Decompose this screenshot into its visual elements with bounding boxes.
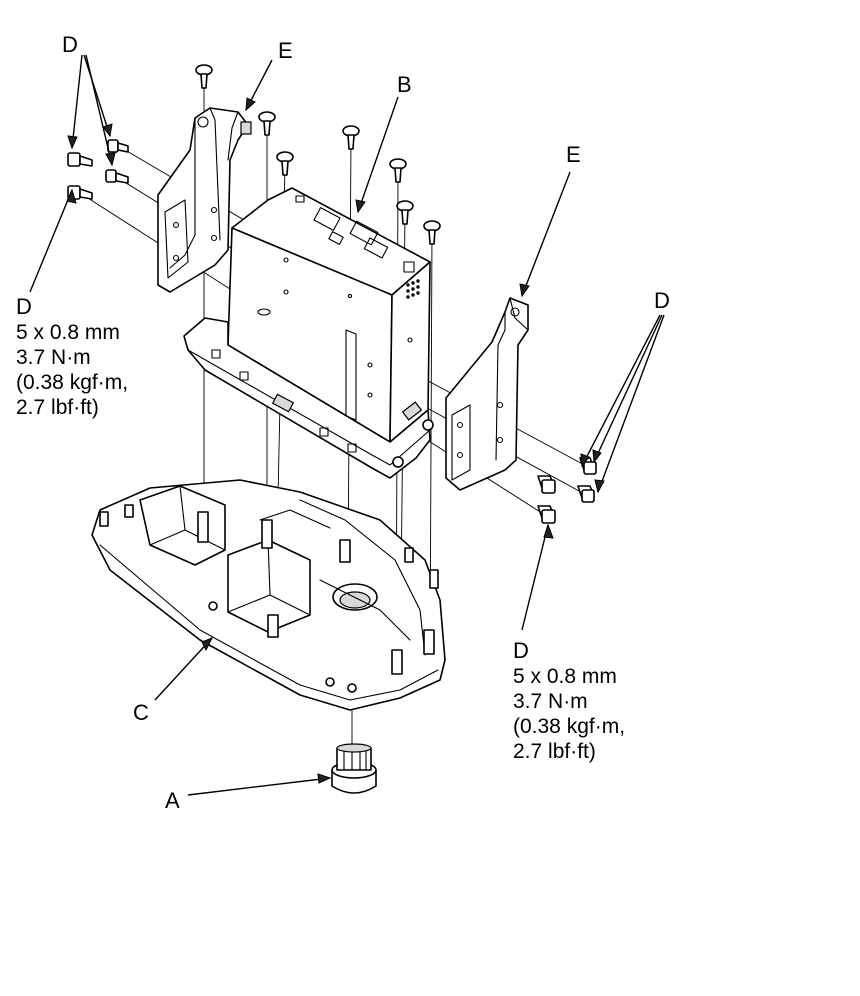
bolt xyxy=(577,485,595,503)
spec-right-torque-kgf: (0.38 kgf·m, xyxy=(513,715,625,738)
leader-lines xyxy=(29,54,665,796)
label-a: A xyxy=(165,788,180,813)
unit-b xyxy=(227,187,431,443)
label-d-right-spec: D xyxy=(513,638,529,663)
spec-right-size: 5 x 0.8 mm xyxy=(513,665,617,688)
knob-a xyxy=(331,743,377,794)
bolt xyxy=(105,169,129,184)
label-d-top-right: D xyxy=(654,288,670,313)
right-bracket-e xyxy=(445,297,529,491)
top-screws xyxy=(195,64,441,245)
bolt xyxy=(67,152,93,167)
screw xyxy=(342,125,360,150)
spec-left-size: 5 x 0.8 mm xyxy=(16,321,120,344)
spec-left-torque-nm: 3.7 N·m xyxy=(16,346,91,369)
unit-b-vent-holes xyxy=(406,279,420,299)
screw xyxy=(423,220,441,245)
callout-labels: D E B E D C A xyxy=(62,32,670,813)
left-bolts-d xyxy=(67,139,129,200)
left-bracket-e xyxy=(157,107,252,293)
mounting-plate xyxy=(183,317,434,479)
bolt xyxy=(537,505,556,524)
spec-right-torque-lbf: 2.7 lbf·ft) xyxy=(513,740,596,763)
screw xyxy=(396,200,414,225)
label-c: C xyxy=(133,700,149,725)
bolt xyxy=(107,139,129,153)
spec-left-torque-lbf: 2.7 lbf·ft) xyxy=(16,396,99,419)
tray-c xyxy=(91,479,446,711)
label-d-left-spec: D xyxy=(16,294,32,319)
left-torque-spec: D 5 x 0.8 mm 3.7 N·m (0.38 kgf·m, 2.7 lb… xyxy=(16,294,128,419)
right-torque-spec: D 5 x 0.8 mm 3.7 N·m (0.38 kgf·m, 2.7 lb… xyxy=(513,638,625,763)
label-b: B xyxy=(397,72,412,97)
label-d-top-left: D xyxy=(62,32,78,57)
screw xyxy=(276,151,294,176)
screw xyxy=(258,111,276,136)
label-e-left: E xyxy=(278,38,293,63)
arrowheads xyxy=(66,97,605,784)
right-bolts-d xyxy=(537,457,597,524)
label-e-right: E xyxy=(566,142,581,167)
screw xyxy=(389,158,407,183)
spec-left-torque-kgf: (0.38 kgf·m, xyxy=(16,371,128,394)
bolt xyxy=(537,475,556,494)
spec-right-torque-nm: 3.7 N·m xyxy=(513,690,588,713)
screw xyxy=(195,64,213,89)
